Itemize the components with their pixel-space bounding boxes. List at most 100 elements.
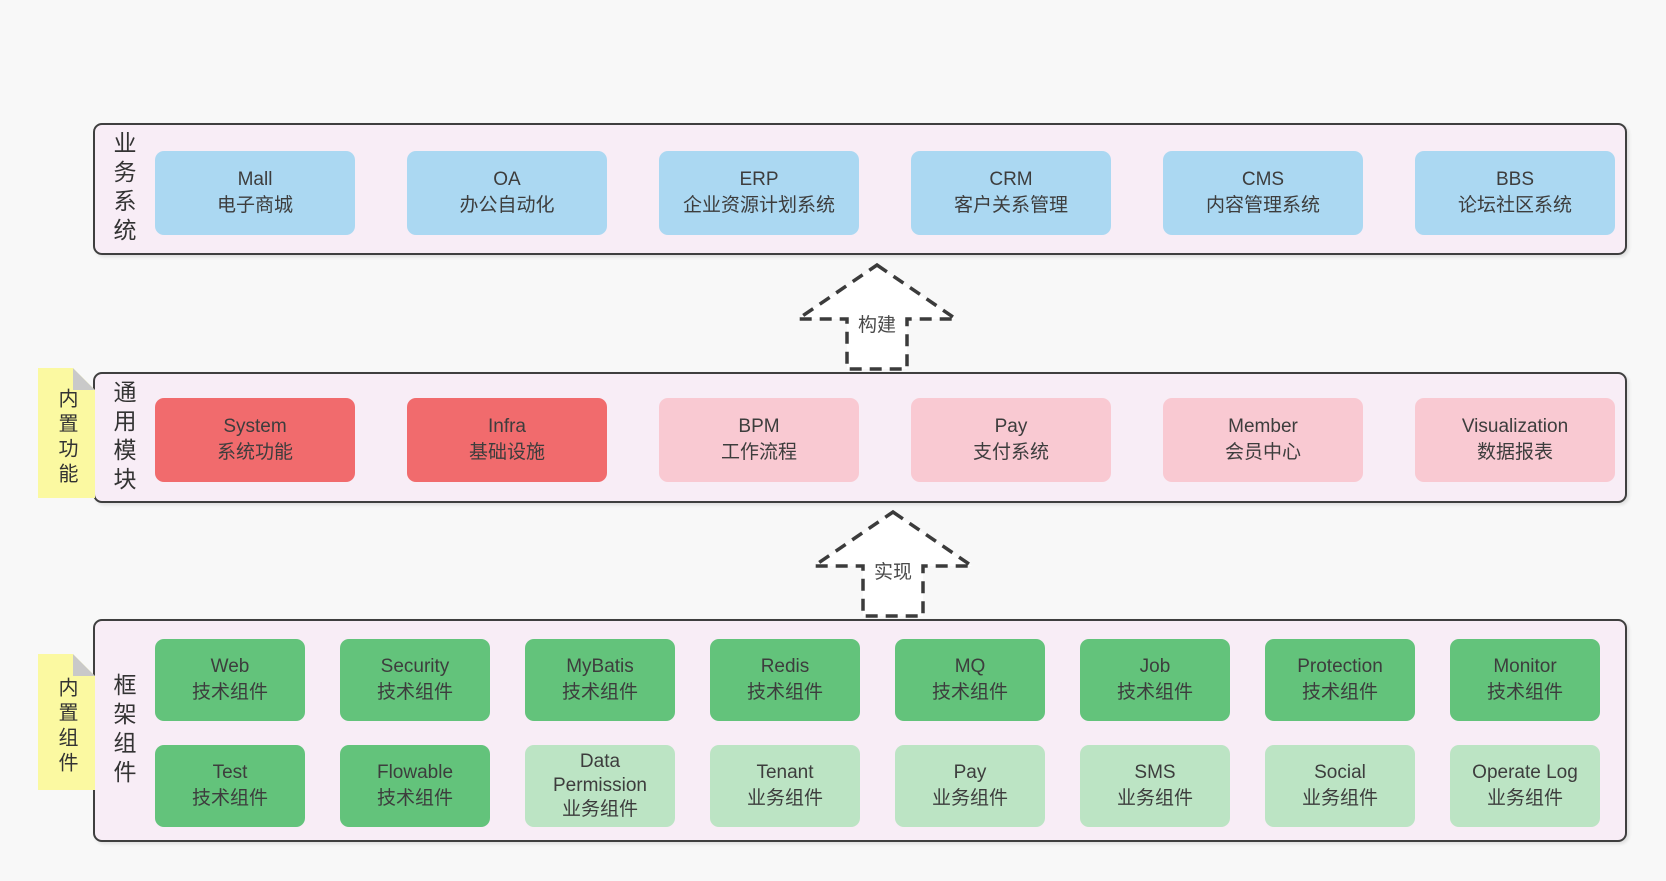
common-modules-row: System 系统功能 Infra 基础设施 BPM 工作流程 Pay 支付系统… [155, 398, 1615, 482]
box-subtitle: 论坛社区系统 [1457, 195, 1572, 216]
box-monitor: Monitor 技术组件 [1450, 639, 1600, 721]
box-title: Redis [760, 656, 810, 677]
box-tenant: Tenant 业务组件 [710, 745, 860, 827]
band-common-modules: 通用模块 System 系统功能 Infra 基础设施 BPM 工作流程 Pay… [93, 372, 1627, 503]
box-data-permission: Data Permission 业务组件 [525, 745, 675, 827]
box-subtitle: 业务组件 [1486, 788, 1563, 809]
folded-corner-icon [73, 654, 95, 676]
box-security: Security 技术组件 [340, 639, 490, 721]
box-member: Member 会员中心 [1163, 398, 1363, 482]
box-subtitle: 办公自动化 [459, 195, 555, 216]
box-subtitle: 业务组件 [1116, 788, 1193, 809]
box-subtitle: 业务组件 [561, 799, 638, 820]
box-title: Job [1139, 656, 1171, 677]
box-title: Security [380, 656, 450, 677]
box-title: MQ [954, 656, 986, 677]
box-subtitle: 技术组件 [376, 682, 453, 703]
box-subtitle: 业务组件 [931, 788, 1008, 809]
box-subtitle: 技术组件 [191, 682, 268, 703]
box-title: Social [1314, 762, 1366, 783]
box-subtitle: 技术组件 [1116, 682, 1193, 703]
box-subtitle: 技术组件 [191, 788, 268, 809]
box-subtitle: 技术组件 [1301, 682, 1378, 703]
box-title: Data Permission [553, 751, 647, 796]
box-protection: Protection 技术组件 [1265, 639, 1415, 721]
band-business-systems: 业务系统 Mall 电子商城 OA 办公自动化 ERP 企业资源计划系统 CRM… [93, 123, 1627, 255]
box-title: BPM [738, 416, 780, 437]
box-title: Flowable [376, 762, 454, 783]
box-title: Pay [953, 762, 987, 783]
box-subtitle: 业务组件 [1301, 788, 1378, 809]
box-pay-business: Pay 业务组件 [895, 745, 1045, 827]
box-flowable: Flowable 技术组件 [340, 745, 490, 827]
box-title: Operate Log [1472, 762, 1578, 783]
box-redis: Redis 技术组件 [710, 639, 860, 721]
box-cms: CMS 内容管理系统 [1163, 151, 1363, 235]
box-title: ERP [739, 169, 779, 190]
box-subtitle: 技术组件 [1486, 682, 1563, 703]
box-title: Web [210, 656, 250, 677]
box-social: Social 业务组件 [1265, 745, 1415, 827]
sticky-note-label: 内置组件 [55, 677, 77, 777]
box-system: System 系统功能 [155, 398, 355, 482]
box-web: Web 技术组件 [155, 639, 305, 721]
band-label-business-systems: 业务系统 [110, 131, 136, 247]
box-title: SMS [1134, 762, 1176, 783]
arrow-label-bg [849, 309, 905, 339]
box-title: Mall [237, 169, 273, 190]
sticky-note-label: 内置功能 [55, 388, 77, 488]
box-mall: Mall 电子商城 [155, 151, 355, 235]
business-systems-row: Mall 电子商城 OA 办公自动化 ERP 企业资源计划系统 CRM 客户关系… [155, 151, 1615, 235]
box-title: CRM [989, 169, 1033, 190]
box-oa: OA 办公自动化 [407, 151, 607, 235]
box-title: BBS [1495, 169, 1535, 190]
box-subtitle: 基础设施 [468, 442, 545, 463]
sticky-note-built-in-components: 内置组件 [38, 654, 95, 790]
box-visualization: Visualization 数据报表 [1415, 398, 1615, 482]
box-subtitle: 技术组件 [561, 682, 638, 703]
box-subtitle: 技术组件 [931, 682, 1008, 703]
band-label-common-modules: 通用模块 [110, 379, 136, 496]
box-operate-log: Operate Log 业务组件 [1450, 745, 1600, 827]
box-test: Test 技术组件 [155, 745, 305, 827]
box-subtitle: 企业资源计划系统 [682, 195, 835, 216]
box-title: Monitor [1493, 656, 1557, 677]
box-title: CMS [1241, 169, 1285, 190]
box-mq: MQ 技术组件 [895, 639, 1045, 721]
framework-components-row-2: Test 技术组件 Flowable 技术组件 Data Permission … [155, 745, 1600, 827]
framework-components-row-1: Web 技术组件 Security 技术组件 MyBatis 技术组件 Redi… [155, 639, 1600, 721]
box-pay: Pay 支付系统 [911, 398, 1111, 482]
box-sms: SMS 业务组件 [1080, 745, 1230, 827]
box-title: Pay [994, 416, 1028, 437]
box-subtitle: 会员中心 [1224, 442, 1301, 463]
box-title: MyBatis [566, 656, 634, 677]
box-subtitle: 工作流程 [720, 442, 797, 463]
arrow-label-bg [865, 556, 921, 586]
box-title: Member [1228, 416, 1298, 437]
box-title: Protection [1297, 656, 1383, 677]
box-title: OA [493, 169, 521, 190]
box-title: Test [212, 762, 248, 783]
box-subtitle: 支付系统 [972, 442, 1049, 463]
box-title: System [223, 416, 287, 437]
sticky-note-built-in-features: 内置功能 [38, 368, 95, 498]
arrow-build: 构建 [792, 262, 962, 371]
box-subtitle: 内容管理系统 [1205, 195, 1320, 216]
box-mybatis: MyBatis 技术组件 [525, 639, 675, 721]
box-subtitle: 业务组件 [746, 788, 823, 809]
band-framework-components: 框架组件 Web 技术组件 Security 技术组件 MyBatis 技术组件… [93, 619, 1627, 842]
box-bpm: BPM 工作流程 [659, 398, 859, 482]
box-title: Tenant [756, 762, 814, 783]
folded-corner-icon [73, 368, 95, 390]
arrow-label: 构建 [858, 314, 896, 336]
box-subtitle: 数据报表 [1476, 442, 1553, 463]
box-subtitle: 技术组件 [376, 788, 453, 809]
box-job: Job 技术组件 [1080, 639, 1230, 721]
box-subtitle: 技术组件 [746, 682, 823, 703]
arrow-label: 实现 [874, 561, 912, 583]
box-infra: Infra 基础设施 [407, 398, 607, 482]
box-title: Infra [487, 416, 527, 437]
box-subtitle: 电子商城 [216, 195, 293, 216]
box-title: Visualization [1461, 416, 1569, 437]
arrow-implement: 实现 [808, 509, 978, 618]
